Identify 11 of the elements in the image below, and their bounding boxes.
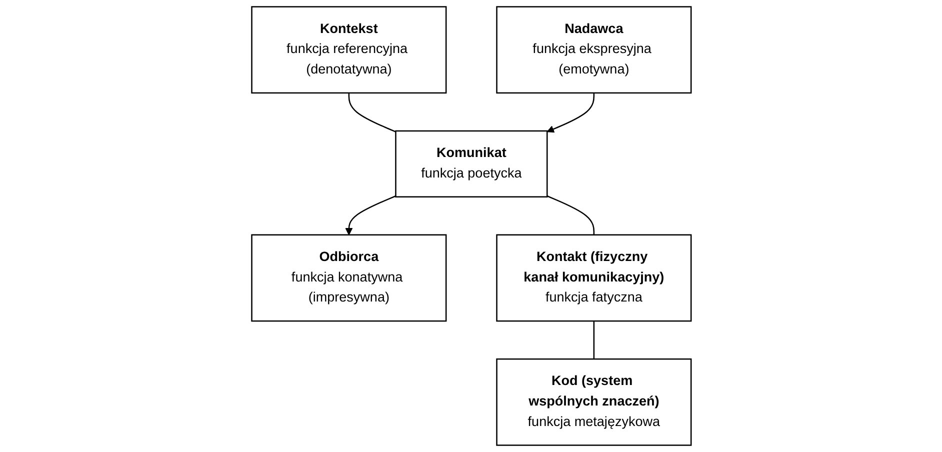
connector <box>348 92 396 132</box>
node-box: Komunikat funkcja poetycka <box>394 130 548 198</box>
arrow <box>546 92 594 133</box>
node-box: Odbiorca funkcja konatywna (impresywna) <box>250 234 446 322</box>
node-box: Nadawca funkcja ekspresyjna (emotywna) <box>496 6 692 94</box>
connector <box>546 195 594 235</box>
node-box: Kontakt (fizyczny kanał komunikacyjny) funkcja fatyczna <box>496 234 692 322</box>
node-box: Kontekst funkcja referencyjna (denotatywna) <box>250 6 446 94</box>
arrow <box>344 195 396 236</box>
connector <box>592 321 594 360</box>
node-box: Kod (system wspólnych znaczeń) funkcja metajęzykowa <box>496 358 692 446</box>
